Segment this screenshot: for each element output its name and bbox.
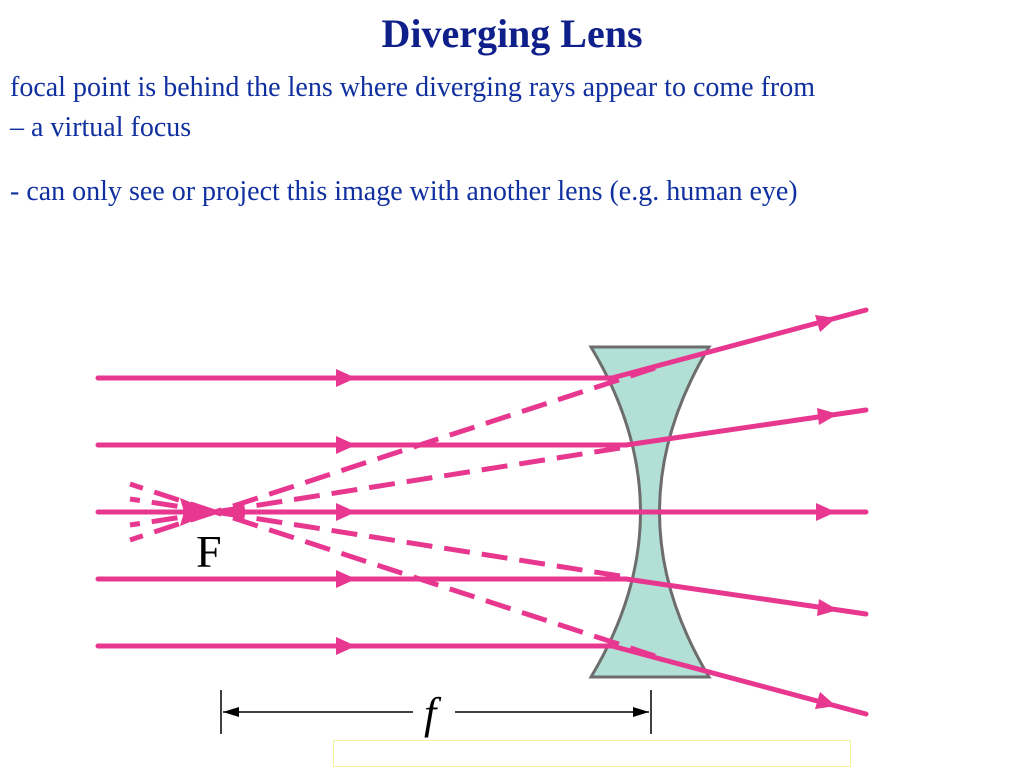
ray-arrowhead	[336, 436, 356, 454]
ray-arrowhead	[817, 599, 838, 616]
slide-title: Diverging Lens	[381, 11, 643, 56]
focal-point-label: F	[196, 526, 222, 577]
focal-point-marker	[180, 498, 215, 526]
ray-arrowhead	[816, 503, 836, 521]
focal-length-label: f	[424, 689, 442, 738]
caption-box	[333, 740, 851, 767]
description-line-2: – a virtual focus	[10, 112, 192, 143]
virtual-ray-5	[214, 509, 656, 659]
ray-arrowhead	[336, 503, 356, 521]
ray-arrowhead	[815, 692, 836, 709]
description-line-1: focal point is behind the lens where div…	[10, 72, 816, 103]
virtual-ray-2	[214, 445, 621, 515]
ray-arrowhead	[336, 637, 356, 655]
virtual-ray-1	[214, 365, 656, 515]
ray-arrowhead	[336, 369, 356, 387]
ray-arrowhead	[817, 408, 838, 425]
ray-arrowhead	[815, 315, 836, 332]
focal-length-dimension	[220, 690, 652, 734]
description-line-3: - can only see or project this image wit…	[10, 176, 798, 207]
ray-arrowhead	[336, 570, 356, 588]
virtual-ray-4	[214, 509, 621, 579]
